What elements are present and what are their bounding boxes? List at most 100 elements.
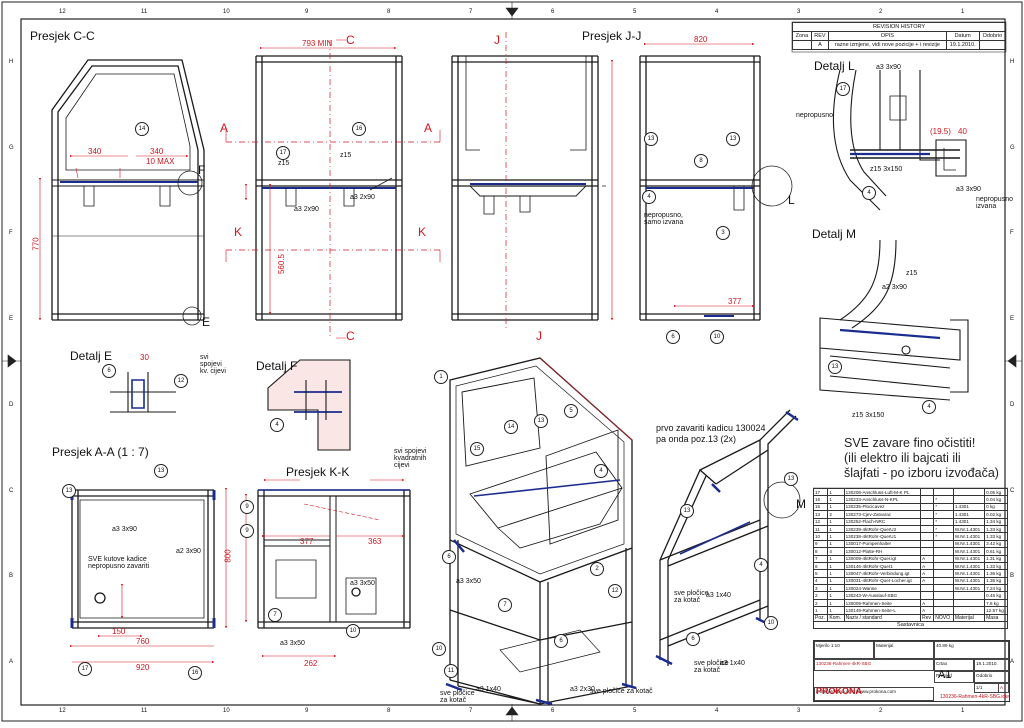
parts-list-cell: 130239-4ktRohr-QuerU2 [843, 524, 922, 534]
weld-symbol: z15 3x150 [852, 412, 885, 419]
detail-mark-e: E [202, 315, 211, 329]
parts-list-cell [933, 606, 954, 615]
date-value: 19.1.2010. [976, 661, 998, 666]
parts-list-cell [920, 584, 935, 593]
revision-cell: razne izmjene, vidi nove pozicije + i re… [828, 40, 947, 50]
zone-column-label: 5 [633, 9, 637, 15]
weld-symbol: a3 2x30 [570, 686, 595, 693]
cut-mark-j-bottom: J [536, 329, 542, 343]
title-cell-drawing: 130236-Rahmen-4kR-SBG [814, 659, 934, 671]
parts-list-cell: 1 [827, 569, 845, 578]
item-callout: 17 [836, 82, 850, 96]
item-callout: 7 [268, 608, 282, 622]
sheet-number: 1/1 [976, 685, 983, 690]
parts-list-cell: W.Nr.1.4301 [952, 576, 986, 586]
cut-mark-a-left: A [220, 121, 229, 135]
parts-list-cell: 1 [827, 532, 845, 541]
parts-list-cell [920, 517, 935, 526]
title-cell-date: 19.1.2010. [974, 659, 1009, 671]
weld-symbol: a3 1x40 [720, 660, 745, 667]
parts-list-cell: 4 [812, 576, 829, 586]
parts-list-cell: 6 [812, 561, 829, 571]
parts-list-cell [933, 584, 954, 593]
parts-list-cell [920, 591, 935, 600]
approved-label: Odobrio [976, 673, 993, 678]
parts-list-header-cell: Masa [984, 613, 1008, 623]
parts-list-cell: W.Nr.1.4301 [952, 539, 986, 549]
zone-column-label: 8 [387, 708, 391, 714]
section-jj-view [451, 55, 745, 321]
dim-820: 820 [694, 35, 708, 44]
parts-list-header-cell: Rev [920, 613, 935, 623]
isometric-frame [445, 357, 637, 706]
parts-list-cell: * [933, 532, 954, 541]
weld-symbol: a2 3x90 [882, 284, 907, 291]
parts-list-cell: 7 [812, 554, 829, 563]
zone-column-label: 1 [961, 708, 965, 714]
parts-list-cell [933, 487, 954, 497]
zone-column-label: 8 [387, 9, 391, 15]
revision-header: OPIS [828, 31, 947, 41]
dim-760: 760 [136, 637, 150, 646]
section-kk-view [257, 489, 411, 629]
parts-list-cell: 130149-Rahmen-Seite-L [843, 606, 922, 615]
parts-list-cell: 10 [812, 532, 829, 541]
note-svi-spojevi-cijevi: svi spojevi kv. cijevi [200, 354, 226, 375]
weld-symbol: z15 [340, 152, 352, 159]
title-cell-drawn: Crtao [934, 659, 974, 671]
view-title-detail-f: Detalj F [256, 359, 298, 373]
dim-560: 560.5 [277, 253, 287, 275]
dim-10-max: 10 MAX [146, 157, 175, 166]
parts-list-cell: 5 [812, 569, 829, 578]
cut-mark-k-left: K [234, 225, 243, 239]
parts-list-cell: A [920, 598, 935, 608]
parts-list-cell [920, 502, 935, 512]
weld-symbol: a3 1x40 [476, 686, 501, 693]
weld-symbol: a3 3x50 [280, 640, 305, 647]
parts-list-cell [920, 539, 935, 549]
item-callout: 4 [642, 190, 656, 204]
item-callout: 14 [135, 122, 149, 136]
note-nepropusno-samo-izvana: nepropusno, samo izvana [644, 212, 684, 226]
parts-list-cell: 130238-4ktRohr-QuerU1 [843, 532, 922, 541]
parts-list-cell [933, 576, 954, 586]
parts-list-cell: 1 [827, 584, 845, 593]
dim-40: 40 [958, 127, 967, 136]
parts-list-cell: 130273-Cjev-Zatvarac [843, 510, 922, 519]
parts-list-cell: 1.35 kg [984, 576, 1008, 586]
parts-list-cell: W.Nr.1.4301 [952, 584, 986, 593]
revision-table: REVISION HISTORY Zona REV OPIS Datum Odo… [792, 22, 1007, 50]
parts-list-cell: 0.02 kg [984, 510, 1008, 519]
parts-list-cell: A [920, 554, 935, 563]
parts-list-cell: 8 [812, 547, 829, 556]
dim-30: 30 [140, 353, 149, 362]
item-callout: 5 [564, 404, 578, 418]
parts-list-cell: 13 [812, 510, 829, 519]
parts-list-cell [952, 487, 986, 497]
section-jj-side [639, 55, 761, 321]
parts-list-cell [952, 598, 986, 608]
zone-row-label: A [1010, 659, 1015, 666]
detail-mark-l: L [788, 193, 795, 207]
item-callout: 7 [498, 598, 512, 612]
revision-letter: A [1000, 685, 1004, 690]
item-callout: 2 [590, 562, 604, 576]
parts-list-cell: 3.42 kg [984, 539, 1008, 549]
weld-symbol: a3 3x90 [112, 526, 137, 533]
zone-row-label: B [1010, 573, 1015, 580]
detail-m-view [819, 239, 969, 401]
weld-symbol: a3 1x40 [706, 592, 731, 599]
parts-list-cell: 16 [812, 495, 829, 504]
item-callout: 6 [102, 364, 116, 378]
zone-row-label: G [9, 144, 14, 151]
parts-list-cell: 1.4301 [952, 510, 986, 519]
parts-list-cell: * [933, 502, 954, 512]
item-callout: 10 [346, 624, 360, 638]
zone-row-label: E [1010, 316, 1015, 323]
item-callout: 10 [710, 330, 724, 344]
parts-list-cell: W.Nr.1.4301 [952, 554, 986, 563]
